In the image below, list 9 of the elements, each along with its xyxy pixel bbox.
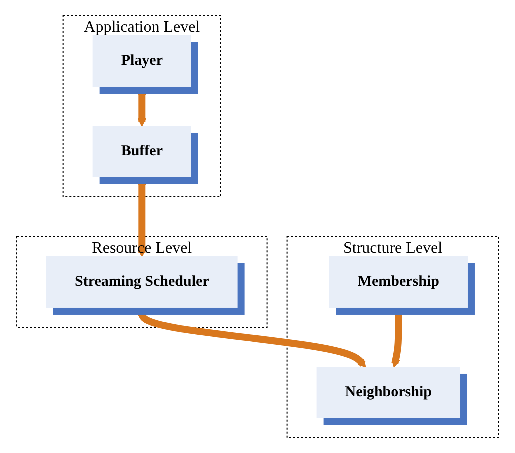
node-box: Player	[92, 35, 192, 86]
node-box: Neighborship	[316, 366, 460, 418]
node-box: Membership	[328, 256, 468, 308]
arrow	[137, 86, 146, 126]
node-box: Buffer	[92, 126, 192, 177]
arrow	[137, 176, 146, 257]
node-box: Streaming Scheduler	[46, 256, 238, 308]
arrow	[391, 306, 402, 368]
arrow	[137, 307, 366, 368]
